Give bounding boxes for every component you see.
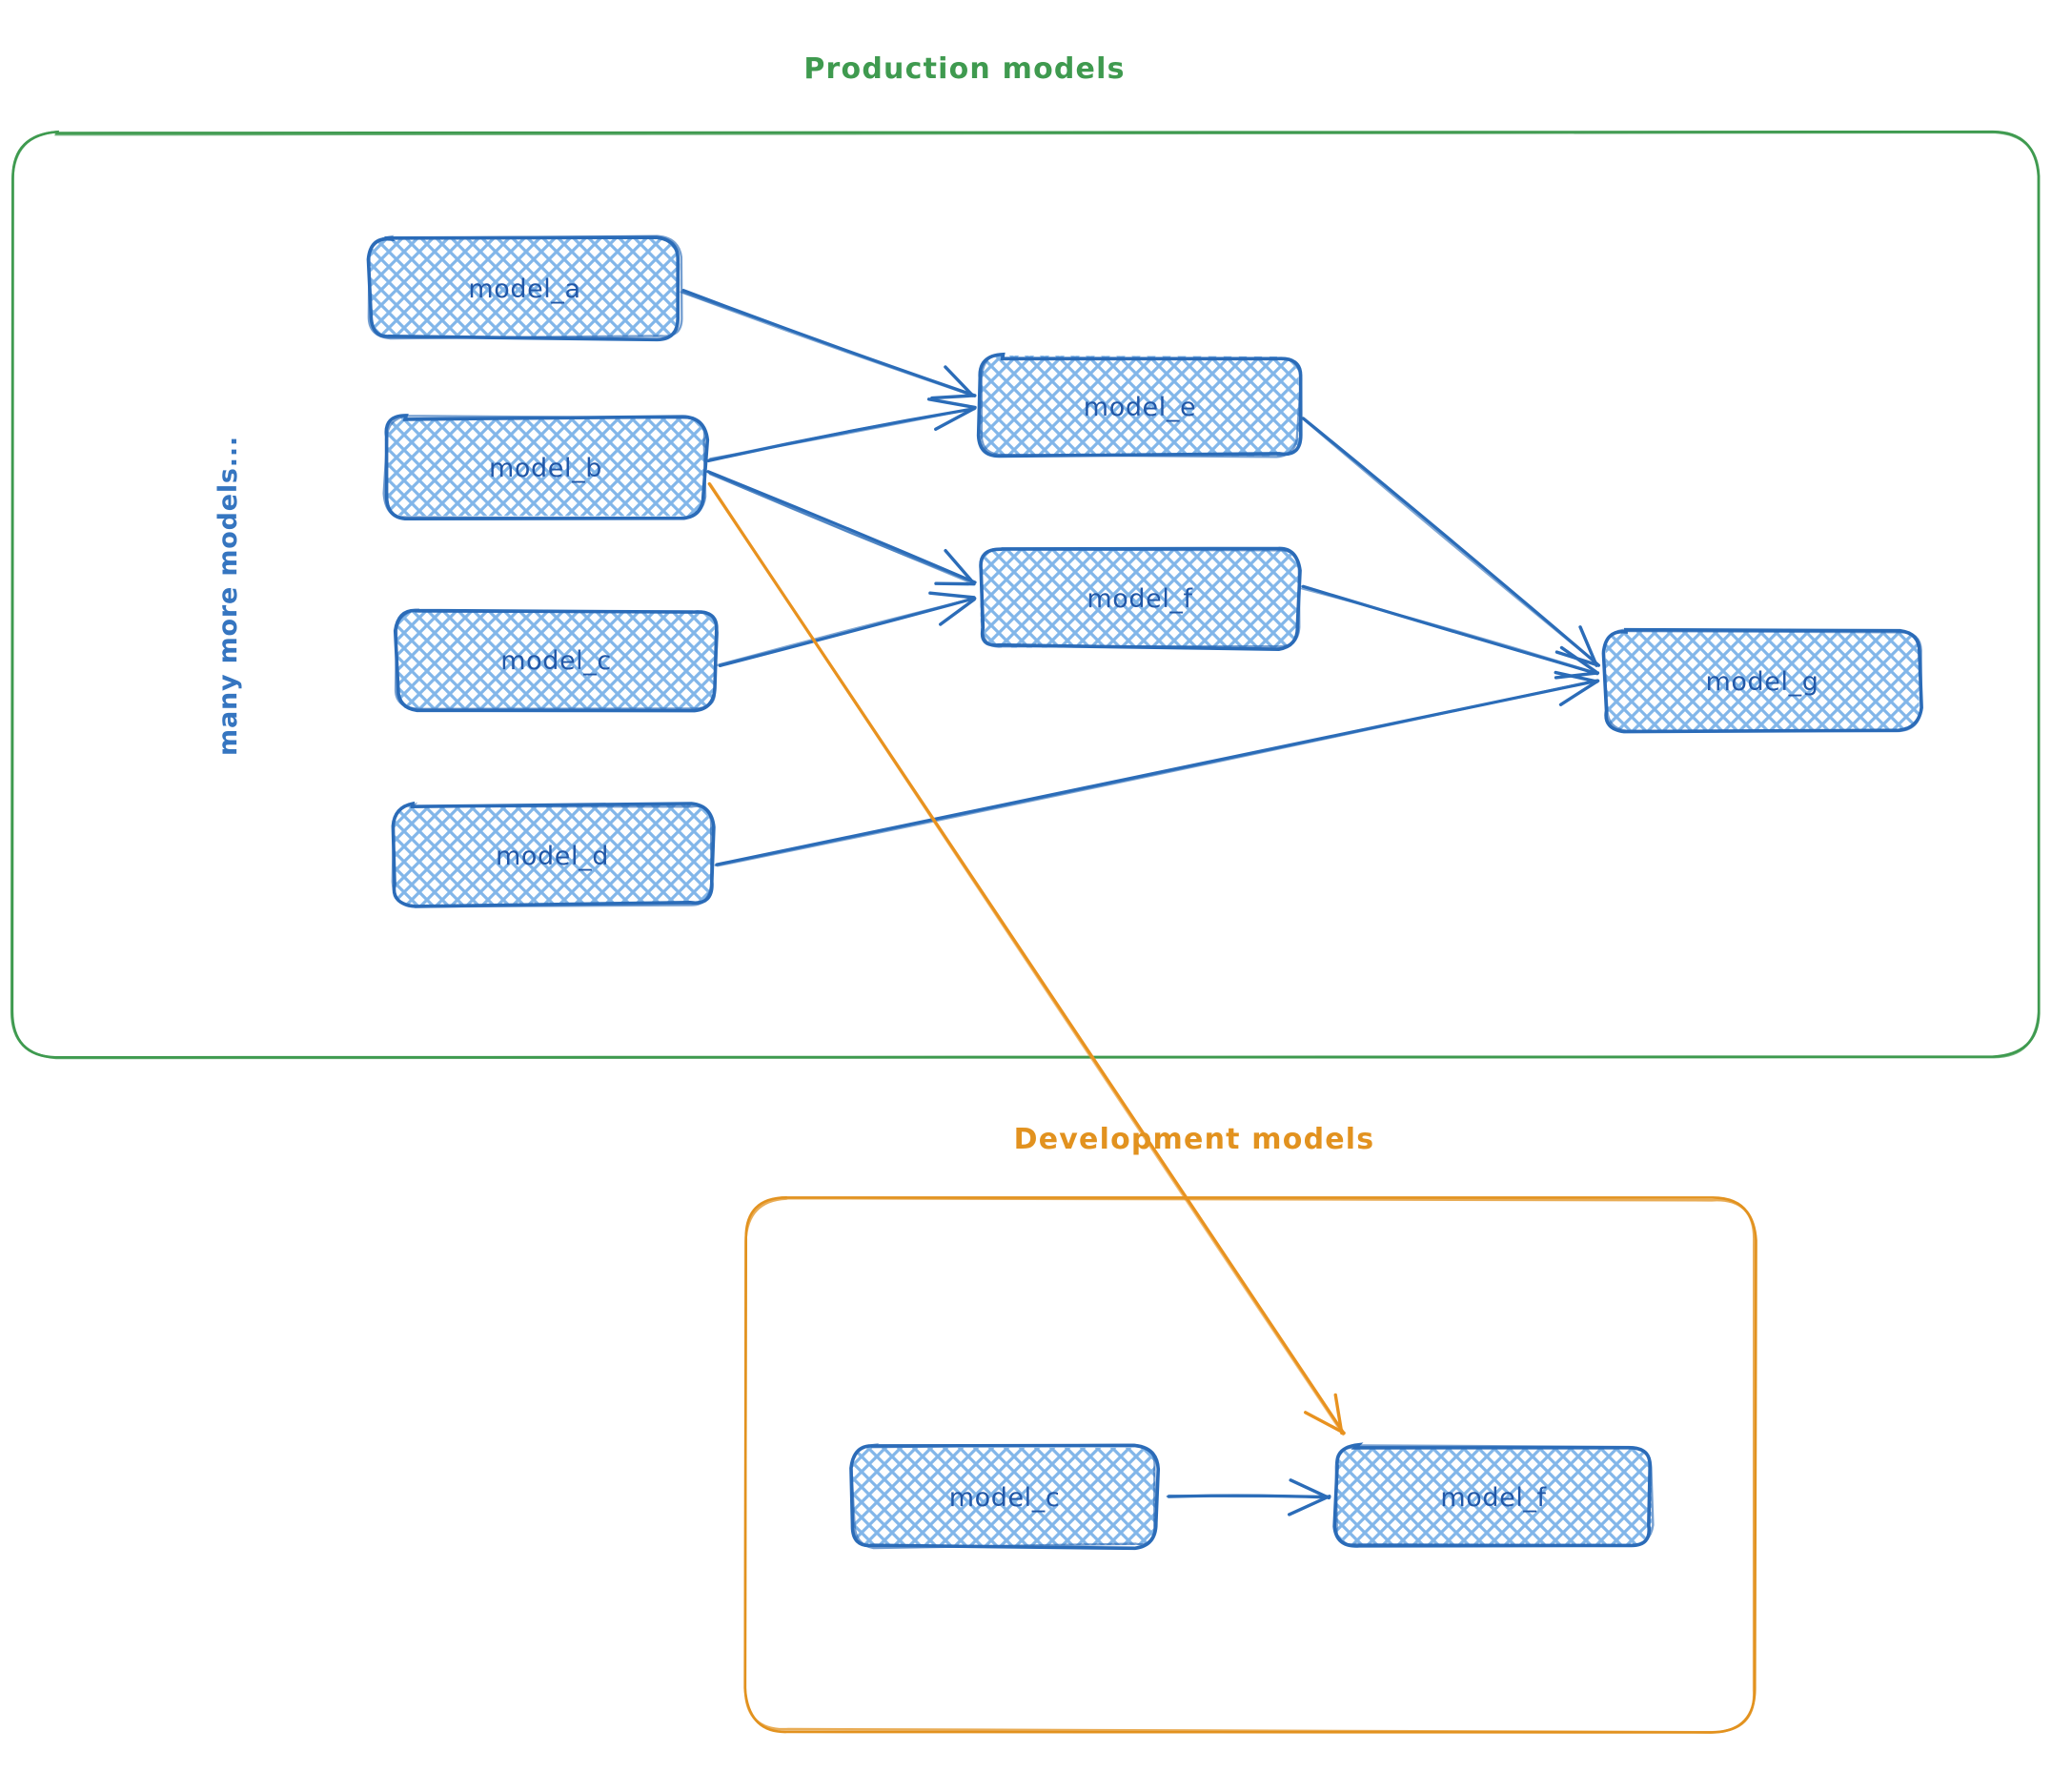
- node-border: [367, 234, 683, 340]
- edge-e-to-g[interactable]: [1299, 416, 1601, 667]
- node-prod_model_e[interactable]: model_e: [976, 352, 1303, 458]
- node-label: model_a: [468, 275, 580, 304]
- node-prod_model_b[interactable]: model_b: [382, 414, 710, 521]
- node-label: model_b: [489, 454, 602, 483]
- node-border: [980, 354, 1303, 458]
- node-prod_model_f[interactable]: model_f: [979, 546, 1302, 651]
- edge-devc-to-devf[interactable]: [1166, 1478, 1331, 1517]
- node-label: model_c: [949, 1483, 1061, 1513]
- node-border: [1601, 628, 1922, 733]
- node-border: [394, 608, 720, 711]
- group-container-development: [743, 1196, 1757, 1734]
- node-dev_model_c[interactable]: model_c: [849, 1443, 1161, 1551]
- node-fill: [1604, 629, 1920, 732]
- edges-layer: [680, 289, 1601, 1517]
- node-border: [391, 803, 713, 908]
- edge-b-to-f[interactable]: [706, 470, 977, 586]
- group-containers-layer: [10, 130, 2041, 1734]
- node-prod_model_g[interactable]: model_g: [1601, 627, 1923, 734]
- node-label: model_f: [1440, 1483, 1547, 1513]
- group-container-production: [10, 130, 2041, 1060]
- edge-b-to-e[interactable]: [706, 397, 977, 463]
- node-fill: [392, 804, 713, 906]
- node-prod_model_c[interactable]: model_c: [393, 608, 720, 713]
- node-label: model_d: [496, 842, 609, 871]
- group-title-development: Development models: [1014, 1123, 1375, 1156]
- node-fill: [396, 609, 716, 709]
- node-fill: [980, 547, 1300, 649]
- edge-b-to-dev-f[interactable]: [707, 482, 1346, 1436]
- group-title-production: Production models: [803, 52, 1125, 86]
- node-prod_model_a[interactable]: model_a: [366, 234, 683, 342]
- edge-c-to-f[interactable]: [716, 591, 977, 668]
- node-fill: [980, 355, 1300, 457]
- node-label: model_g: [1706, 667, 1819, 697]
- edge-f-to-g[interactable]: [1300, 584, 1600, 680]
- node-border: [850, 1443, 1156, 1550]
- side-label-many-more-models: many more models...: [213, 436, 243, 756]
- edge-d-to-g[interactable]: [714, 670, 1600, 867]
- node-prod_model_d[interactable]: model_d: [391, 801, 716, 908]
- node-border: [1334, 1444, 1655, 1547]
- node-fill: [384, 416, 706, 517]
- node-label: model_e: [1084, 393, 1196, 422]
- node-border: [980, 547, 1301, 648]
- node-fill: [1335, 1446, 1652, 1548]
- node-fill: [368, 238, 681, 337]
- node-label: model_c: [500, 646, 612, 676]
- node-fill: [852, 1446, 1156, 1547]
- node-label: model_f: [1087, 584, 1193, 614]
- nodes-layer: model_a model_b model_c model_d model_emodel…: [366, 234, 1923, 1551]
- node-dev_model_f[interactable]: model_f: [1332, 1442, 1655, 1548]
- node-border: [382, 414, 707, 520]
- edge-a-to-e[interactable]: [680, 289, 977, 400]
